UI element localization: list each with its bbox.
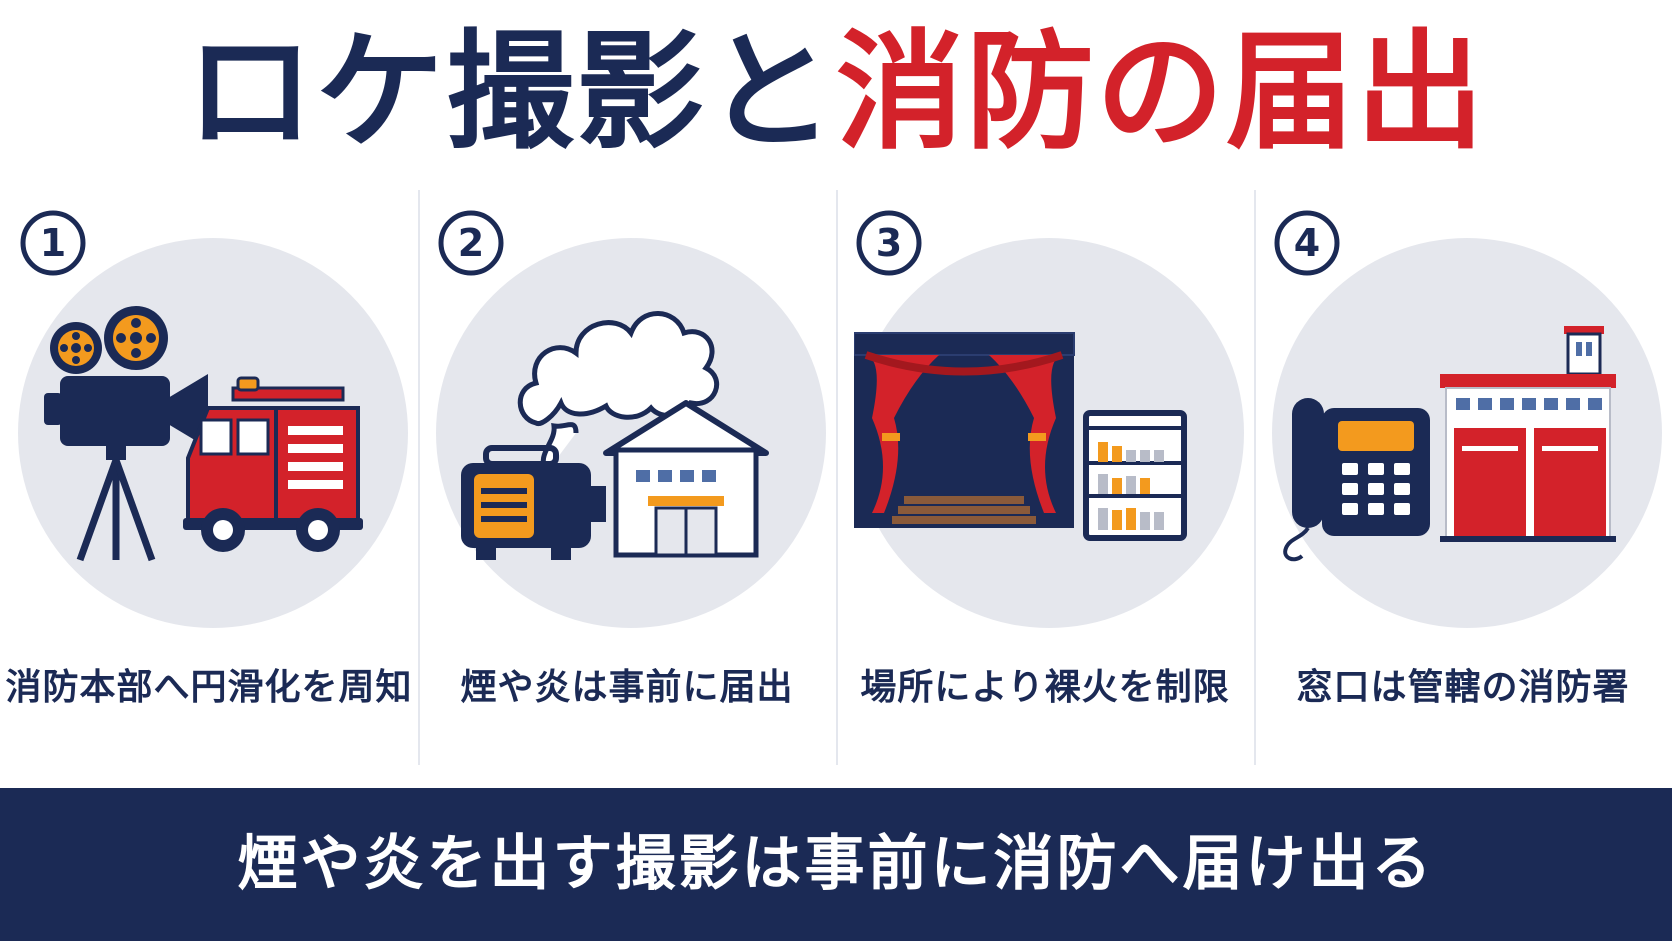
movie-camera-icon	[44, 306, 208, 562]
footer-banner: 煙や炎を出す撮影は事前に消防へ届け出る	[0, 788, 1672, 941]
step-number-badge: 2	[438, 210, 504, 276]
footer-text: 煙や炎を出す撮影は事前に消防へ届け出る	[237, 829, 1435, 899]
step-panel-1: 1	[0, 190, 418, 765]
illustration	[1283, 326, 1616, 562]
step-number: 1	[40, 221, 66, 265]
telephone-icon	[1283, 398, 1430, 562]
warehouse-icon	[603, 400, 769, 558]
step-panel-2: 2 煙や炎は事前に届出	[418, 190, 836, 765]
fire-truck-icon	[183, 376, 363, 552]
step-number-badge: 4	[1274, 210, 1340, 276]
illustration	[44, 306, 363, 562]
page-title: ロケ撮影と消防の届出	[0, 18, 1672, 168]
step-caption: 消防本部へ円滑化を周知	[5, 667, 413, 708]
step-number-badge: 1	[20, 210, 86, 276]
shelf-icon	[1083, 410, 1187, 541]
title-part-2: 消防の届出	[836, 18, 1487, 167]
step-caption: 場所により裸火を制限	[860, 667, 1230, 708]
smoke-machine-icon	[461, 445, 606, 560]
step-number: 2	[458, 221, 484, 265]
fire-station-icon	[1440, 326, 1616, 542]
divider	[836, 190, 838, 765]
divider	[1254, 190, 1256, 765]
illustration	[854, 332, 1187, 541]
step-caption: 煙や炎は事前に届出	[460, 667, 794, 708]
step-number: 3	[876, 221, 902, 265]
illustration-circle	[436, 238, 826, 628]
step-number: 4	[1294, 221, 1320, 265]
step-panel-3: 3	[836, 190, 1254, 765]
title-part-1: ロケ撮影と	[185, 18, 836, 167]
step-caption: 窓口は管轄の消防署	[1296, 667, 1630, 708]
divider	[418, 190, 420, 765]
step-number-badge: 3	[856, 210, 922, 276]
step-panel-4: 4	[1254, 190, 1672, 765]
illustration	[461, 311, 769, 560]
stage-curtain-icon	[854, 332, 1075, 528]
